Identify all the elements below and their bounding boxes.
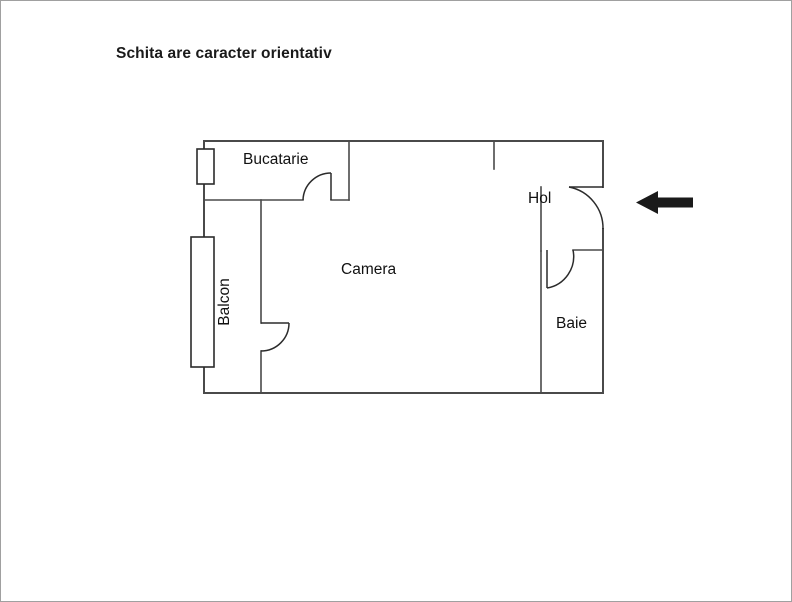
balcony-outline — [190, 236, 215, 368]
room-labels: Bucatarie Hol Camera Baie Balcon — [216, 151, 587, 332]
baie-door-arc — [546, 249, 575, 289]
room-label-hol: Hol — [528, 190, 551, 207]
kitchen-door-arc — [302, 172, 332, 201]
interior-walls — [203, 140, 604, 394]
balcony-door-arc — [260, 322, 290, 352]
fixtures — [190, 148, 215, 368]
room-label-bucatarie: Bucatarie — [243, 151, 308, 168]
kitchen-window-icon — [196, 148, 215, 185]
doors — [260, 172, 604, 352]
room-label-balcon: Balcon — [216, 278, 233, 325]
room-label-baie: Baie — [556, 315, 587, 332]
room-label-camera: Camera — [341, 261, 397, 278]
entrance-door-arc — [568, 186, 604, 230]
entrance-arrow-icon — [636, 191, 693, 214]
outer-walls — [203, 140, 604, 394]
plan-title-note: Schita are caracter orientativ — [116, 45, 332, 62]
arrow-left-shape — [636, 191, 693, 214]
